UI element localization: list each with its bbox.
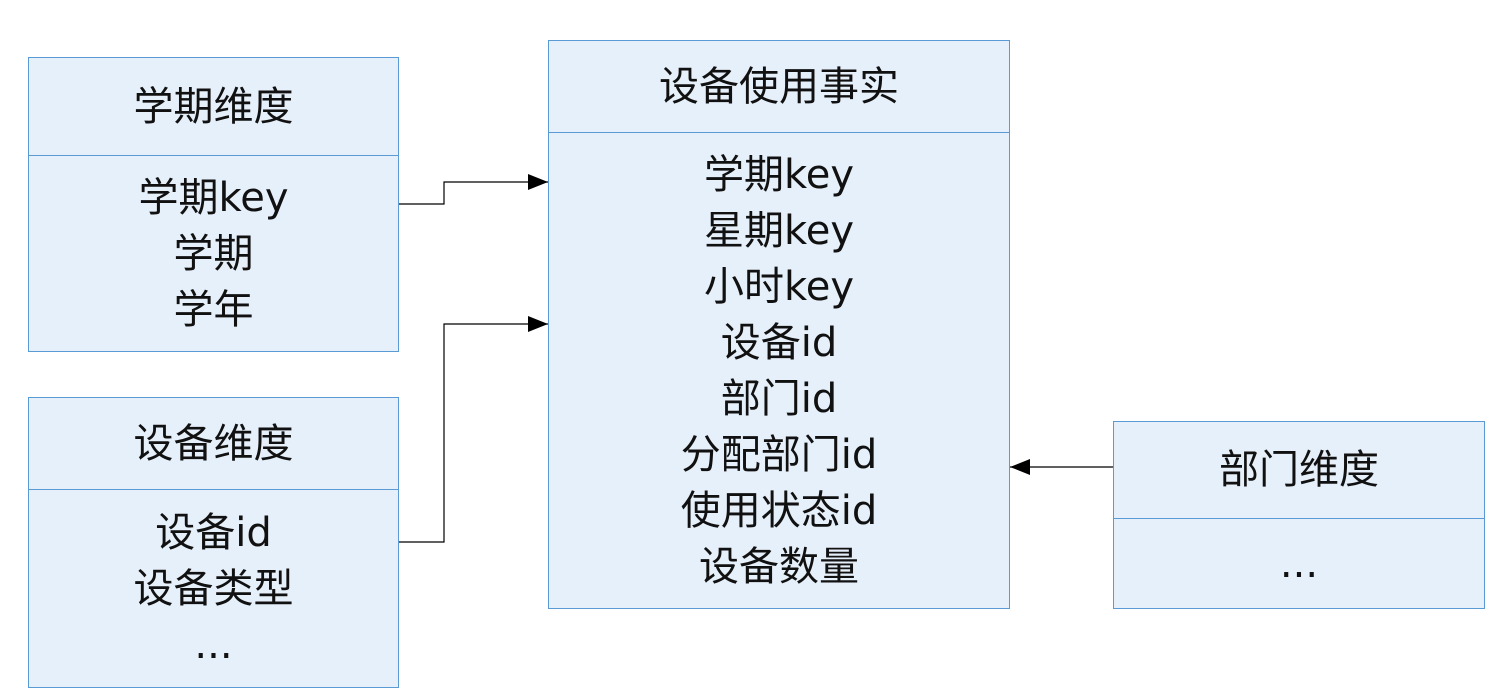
field-device-type: 设备类型 [133, 565, 294, 612]
department-dimension-fields: ... [1114, 519, 1484, 608]
device-dimension-title: 设备维度 [29, 398, 398, 490]
department-dimension-title: 部门维度 [1114, 422, 1484, 519]
department-dimension-box: 部门维度 ... [1113, 421, 1485, 609]
field-academic-year: 学年 [173, 286, 254, 333]
field-ellipsis: ... [1279, 540, 1319, 587]
connector-device-to-fact [399, 316, 548, 543]
field-device-id: 设备id [720, 319, 838, 366]
field-semester-key: 学期key [703, 151, 855, 198]
semester-dimension-box: 学期维度 学期key 学期 学年 [28, 57, 399, 352]
connector-semester-to-fact [399, 174, 548, 205]
semester-dimension-fields: 学期key 学期 学年 [29, 156, 398, 351]
fact-table-fields: 学期key 星期key 小时key 设备id 部门id 分配部门id 使用状态i… [549, 133, 1009, 608]
field-usage-status-id: 使用状态id [680, 487, 878, 534]
field-device-id: 设备id [155, 509, 272, 556]
device-dimension-box: 设备维度 设备id 设备类型 ... [28, 397, 399, 688]
field-ellipsis: ... [194, 621, 233, 668]
field-semester-key: 学期key [138, 174, 289, 221]
device-dimension-fields: 设备id 设备类型 ... [29, 490, 398, 687]
fact-table-box: 设备使用事实 学期key 星期key 小时key 设备id 部门id 分配部门i… [548, 40, 1010, 609]
field-weekday-key: 星期key [703, 207, 855, 254]
field-department-id: 部门id [720, 375, 838, 422]
field-semester: 学期 [173, 230, 254, 277]
semester-dimension-title: 学期维度 [29, 58, 398, 156]
field-assigned-department-id: 分配部门id [680, 431, 878, 478]
fact-table-title: 设备使用事实 [549, 41, 1009, 133]
field-hour-key: 小时key [703, 263, 855, 310]
field-device-count: 设备数量 [699, 543, 859, 590]
